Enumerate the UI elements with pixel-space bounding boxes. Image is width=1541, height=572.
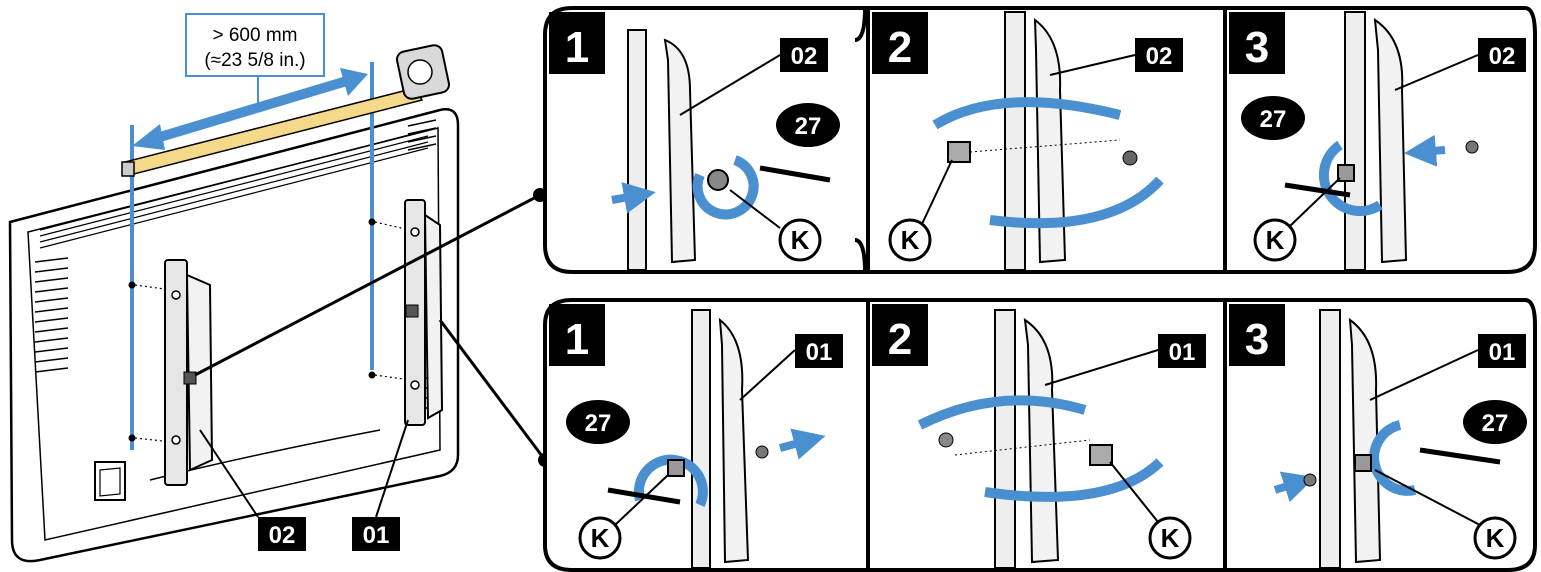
svg-text:K: K — [791, 225, 810, 255]
tv-back-illustration: > 600 mm (≈23 5/8 in.) 02 01 — [8, 13, 552, 563]
svg-text:3: 3 — [1245, 315, 1269, 364]
svg-text:01: 01 — [1489, 339, 1516, 366]
svg-text:01: 01 — [363, 522, 390, 549]
svg-text:3: 3 — [1245, 23, 1269, 72]
svg-text:K: K — [591, 523, 610, 553]
connector-port — [94, 461, 126, 501]
measurement-line-2: (≈23 5/8 in.) — [204, 50, 305, 71]
panel-top-1: 1 27 02 K — [549, 12, 840, 271]
panel-top-2: 2 02 K — [872, 11, 1183, 271]
panel-bottom-2: 2 01 K — [872, 304, 1206, 569]
tape-measure — [121, 44, 450, 177]
svg-text:K: K — [1161, 523, 1180, 553]
svg-text:02: 02 — [269, 522, 296, 549]
measurement-arrow — [132, 68, 368, 150]
svg-text:27: 27 — [1482, 410, 1509, 437]
vent-grille-top — [39, 129, 429, 249]
svg-text:27: 27 — [1260, 106, 1287, 133]
mounting-holes — [128, 218, 376, 442]
measurement-label: > 600 mm (≈23 5/8 in.) — [185, 13, 325, 77]
svg-text:2: 2 — [888, 23, 912, 72]
svg-text:2: 2 — [888, 315, 912, 364]
svg-text:02: 02 — [1146, 43, 1173, 70]
measurement-line-1: > 600 mm — [212, 25, 297, 46]
panel-bottom-1: 1 27 01 K — [549, 304, 843, 569]
vent-grille-left — [34, 257, 69, 373]
svg-text:K: K — [901, 225, 920, 255]
svg-text:27: 27 — [585, 410, 612, 437]
svg-text:02: 02 — [1489, 43, 1516, 70]
svg-text:01: 01 — [806, 339, 833, 366]
svg-text:02: 02 — [791, 43, 818, 70]
panel-top-3: 3 27 02 K — [1229, 11, 1526, 271]
bracket-01 — [404, 199, 444, 426]
panel-bottom-3: 3 27 01 K — [1229, 304, 1527, 569]
svg-text:01: 01 — [1169, 339, 1196, 366]
svg-text:K: K — [1266, 225, 1285, 255]
svg-text:1: 1 — [565, 315, 589, 364]
callout-top — [194, 193, 541, 377]
callout-bottom — [438, 319, 547, 461]
bracket-02 — [164, 259, 214, 486]
label-tv-02: 02 — [258, 517, 306, 551]
step-number: 1 — [565, 23, 589, 72]
svg-text:27: 27 — [795, 113, 822, 140]
svg-text:K: K — [1486, 523, 1505, 553]
label-tv-01: 01 — [352, 517, 400, 551]
